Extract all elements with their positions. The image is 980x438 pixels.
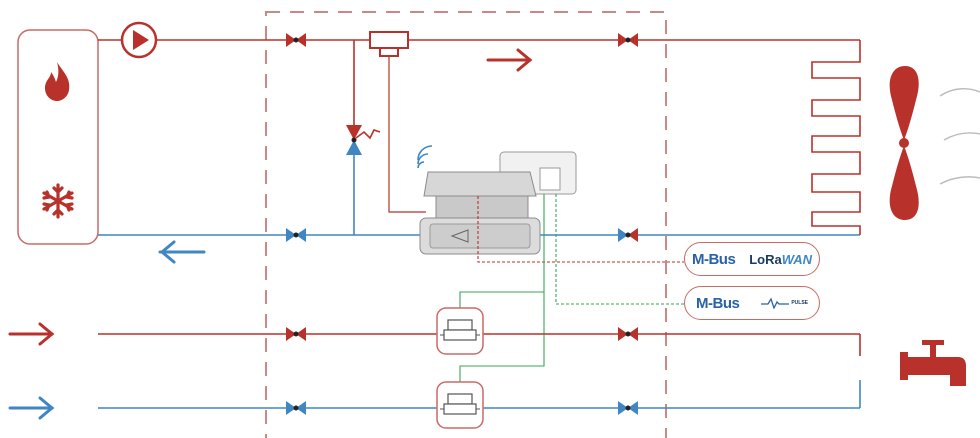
pulse-label: PULSE bbox=[761, 297, 808, 309]
snowflake-icon bbox=[42, 183, 74, 219]
valve-icon bbox=[286, 327, 306, 341]
balancing-valve-icon bbox=[346, 125, 381, 155]
comm-wire-red bbox=[477, 196, 684, 263]
radiator-icon bbox=[811, 40, 861, 235]
supply-flow-arrow-icon bbox=[486, 48, 533, 72]
valve-icon bbox=[286, 401, 306, 415]
water-meter-icon bbox=[436, 381, 484, 429]
pulse-wire-green bbox=[459, 291, 544, 314]
valve-icon bbox=[618, 228, 638, 242]
meter-enclosure-dashed bbox=[265, 11, 667, 438]
mbus-label: M-Bus bbox=[696, 294, 740, 312]
cold-water-in-arrow-icon bbox=[8, 396, 55, 420]
water-meter-icon bbox=[436, 307, 484, 355]
mbus-pulse-badge: M-Bus PULSE bbox=[684, 286, 820, 320]
valve-icon bbox=[286, 228, 306, 242]
valve-icon bbox=[618, 401, 638, 415]
valve-icon bbox=[618, 327, 638, 341]
temperature-sensor-icon bbox=[369, 31, 409, 57]
pulse-wire-green bbox=[459, 194, 545, 386]
lorawan-label: LoRaWAN bbox=[749, 251, 813, 267]
mbus-label: M-Bus bbox=[691, 250, 736, 268]
heat-meter-device bbox=[417, 145, 577, 255]
source-unit-box bbox=[17, 29, 99, 245]
mbus-lorawan-badge: M-Bus LoRaWAN bbox=[684, 242, 820, 276]
return-flow-arrow-icon bbox=[158, 240, 206, 264]
wireless-signal-icon bbox=[417, 145, 433, 169]
faucet-icon bbox=[900, 340, 966, 386]
fan-icon bbox=[889, 66, 980, 220]
hot-water-in-arrow-icon bbox=[8, 322, 55, 346]
flame-icon bbox=[45, 62, 70, 101]
pump-icon bbox=[120, 21, 158, 59]
comm-wire-green bbox=[555, 194, 684, 305]
pulse-wave-icon bbox=[761, 297, 790, 309]
valve-icon bbox=[286, 33, 306, 47]
valve-icon bbox=[618, 33, 638, 47]
